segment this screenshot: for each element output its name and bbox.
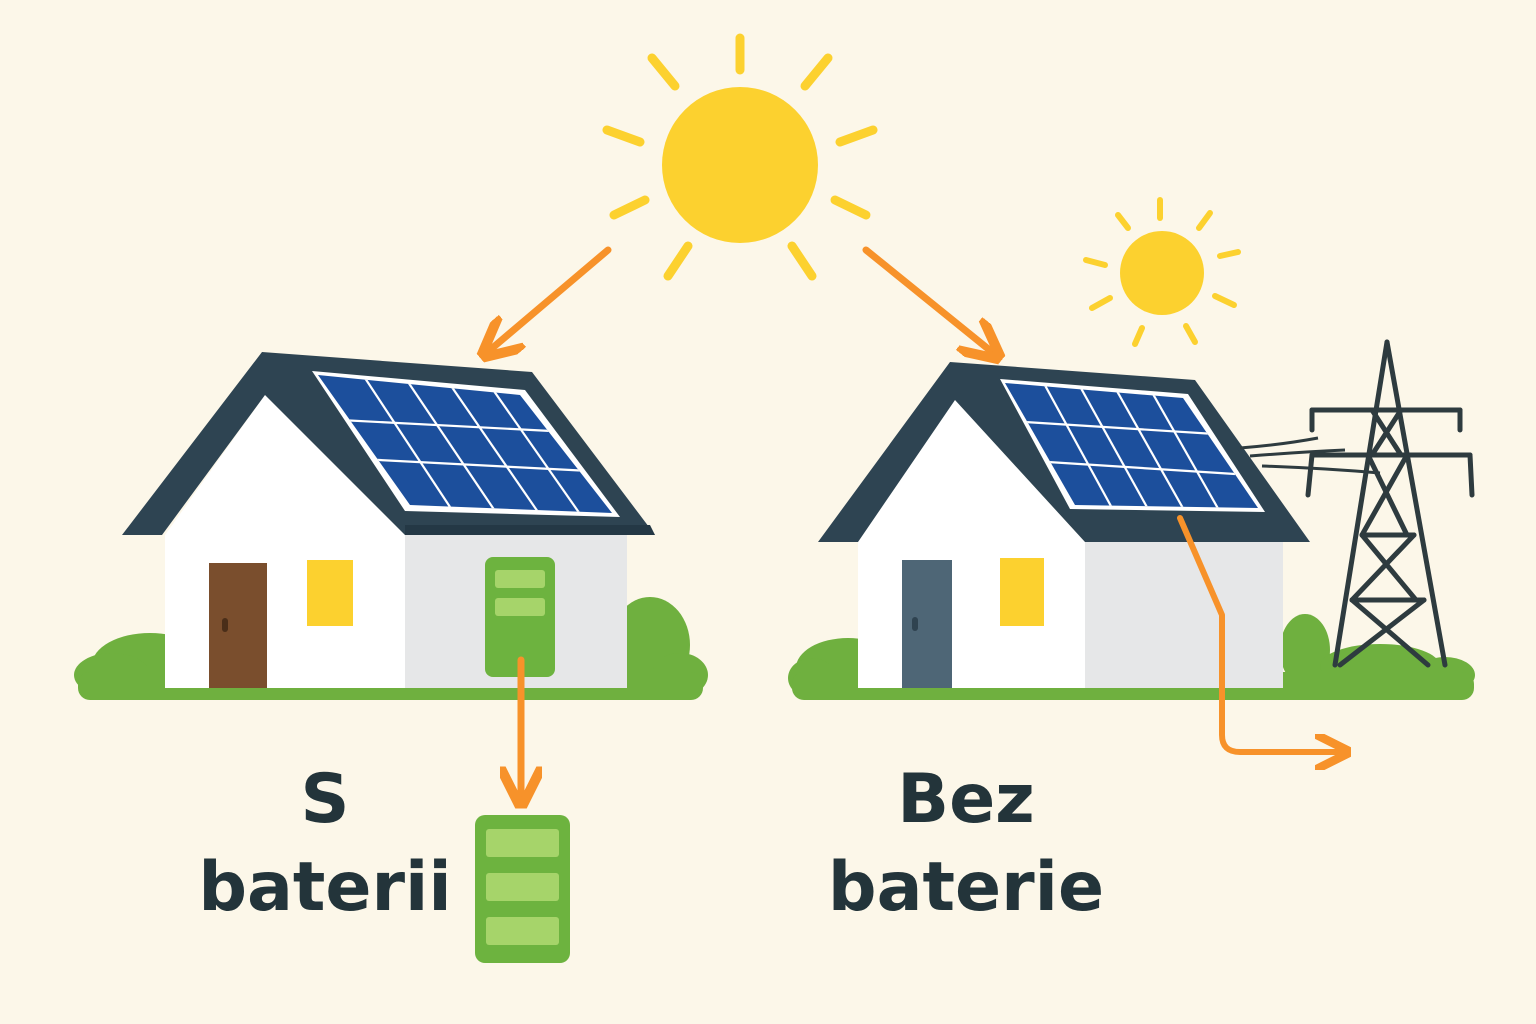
right-label-line1: Bez (897, 760, 1035, 839)
battery-icon (475, 815, 570, 963)
big-sun-icon (602, 33, 878, 281)
sun-to-right-house-arrow (862, 246, 992, 352)
left-house-icon (74, 352, 708, 700)
house-to-grid-arrow (1177, 515, 1340, 752)
left-window (307, 560, 353, 626)
wall-battery-icon (485, 557, 555, 677)
left-solar-panel-icon (312, 371, 620, 517)
right-solar-panel-icon (1000, 379, 1265, 512)
right-label-line2: baterie (828, 848, 1104, 927)
sun-to-left-house-arrow (490, 246, 612, 350)
small-sun-icon (1083, 197, 1241, 347)
power-pylon-icon (1305, 339, 1475, 668)
left-label-line2: baterii (198, 848, 451, 927)
left-label-line1: S (301, 760, 350, 839)
right-window (1000, 558, 1044, 626)
right-house-icon (788, 362, 1475, 700)
